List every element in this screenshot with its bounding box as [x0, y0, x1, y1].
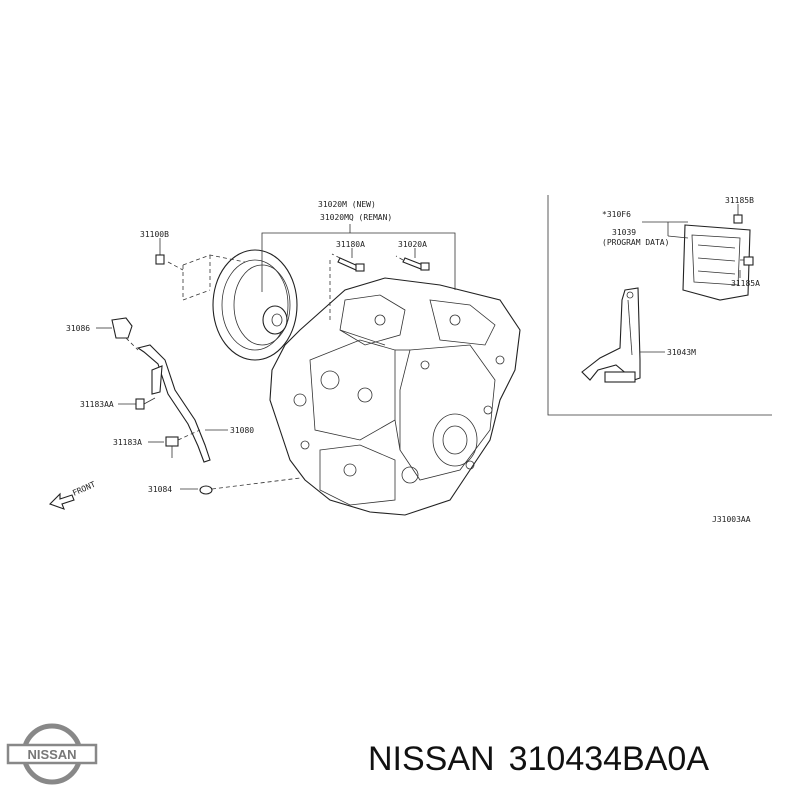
- label-31183aa: 31183AA: [80, 400, 114, 409]
- nissan-logo-text: NISSAN: [27, 747, 76, 762]
- label-31020a: 31020A: [398, 240, 427, 249]
- filler-tube-31080: [136, 344, 228, 463]
- torque-converter: [212, 249, 298, 361]
- label-front: FRONT: [71, 480, 97, 498]
- bolt-31185a: [739, 256, 754, 278]
- label-31180a: 31180A: [336, 240, 365, 249]
- label-31084: 31084: [148, 485, 172, 494]
- nissan-logo: NISSAN: [6, 723, 98, 785]
- filler-cap-31086: [96, 317, 139, 351]
- bracket-31043m: [581, 287, 665, 383]
- bolt-31183aa: [118, 397, 156, 410]
- label-program-data: (PROGRAM DATA): [602, 238, 669, 247]
- label-31080: 31080: [230, 426, 254, 435]
- label-31185a: 31185A: [731, 279, 760, 288]
- caption-part-number: 310434BA0A: [508, 740, 709, 778]
- label-reference-code: J31003AA: [712, 515, 751, 524]
- control-unit-31039: [642, 221, 751, 301]
- label-31100b: 31100B: [140, 230, 169, 239]
- part-caption: NISSAN 310434BA0A: [368, 740, 723, 779]
- label-31039: 31039: [612, 228, 636, 237]
- bolt-31180a: [331, 248, 365, 272]
- label-31185b: 31185B: [725, 196, 754, 205]
- label-31020m: 31020M (NEW): [318, 200, 376, 209]
- transmission-case: [269, 277, 521, 516]
- bolt-31100b: [155, 238, 165, 265]
- bolt-31183a: [148, 429, 201, 458]
- label-31183a: 31183A: [113, 438, 142, 447]
- label-31043m: 31043M: [667, 348, 696, 357]
- label-310f6: *310F6: [602, 210, 631, 219]
- oring-31084: [180, 477, 301, 495]
- bolt-31020a: [395, 248, 430, 271]
- caption-brand: NISSAN: [368, 740, 495, 778]
- label-31086: 31086: [66, 324, 90, 333]
- inset-frame: [547, 195, 772, 416]
- front-arrow-icon: [48, 492, 75, 510]
- label-31020mq: 31020MQ (REMAN): [320, 213, 392, 222]
- bolt-31185b: [733, 204, 743, 224]
